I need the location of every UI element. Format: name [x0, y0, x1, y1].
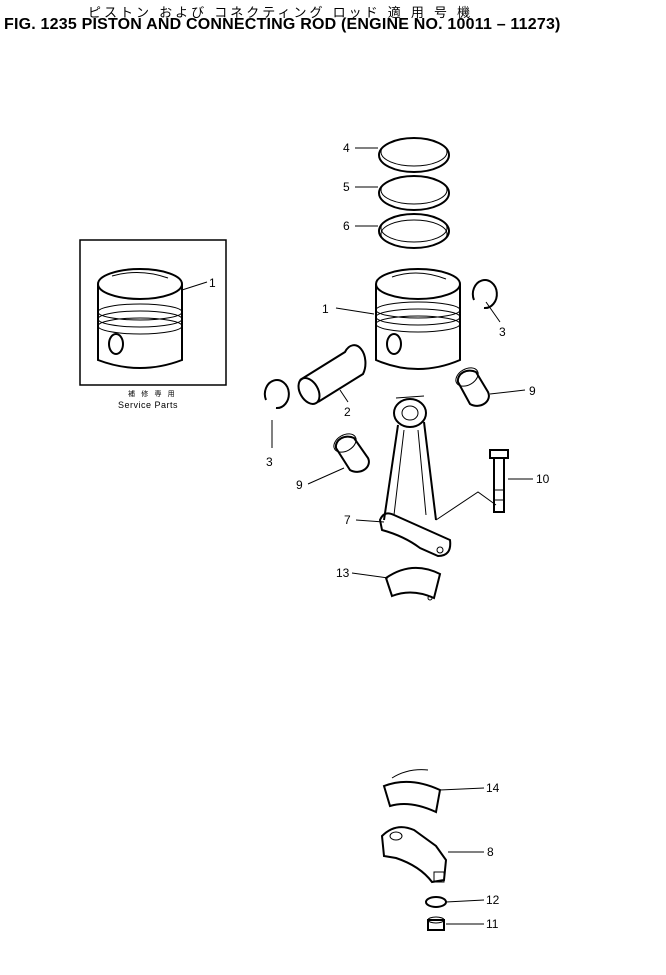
callout-7: 7	[344, 513, 351, 527]
connecting-rod	[378, 395, 497, 558]
callout-4: 4	[343, 141, 350, 155]
callout-9-right: 9	[529, 384, 536, 398]
snap-ring-left	[263, 379, 290, 410]
callout-10: 10	[536, 472, 550, 486]
bushing-left	[333, 433, 370, 473]
callout-3-right: 3	[499, 325, 506, 339]
snap-ring-right	[471, 279, 498, 310]
service-piston-drawing	[97, 268, 183, 369]
rod-bolt	[489, 449, 509, 513]
piston	[375, 268, 461, 370]
callout-14: 14	[486, 781, 500, 795]
upper-bearing	[384, 567, 442, 601]
service-parts-box: 1	[79, 239, 227, 386]
lock-plate	[425, 896, 447, 908]
ring-second	[378, 175, 450, 211]
callout-5: 5	[343, 180, 350, 194]
lower-bearing	[382, 769, 442, 814]
callout-3-left: 3	[266, 455, 273, 469]
callout-6: 6	[343, 219, 350, 233]
japanese-title: ピストン および コネクティング ロッド 適 用 号 機	[88, 6, 474, 21]
callout-1: 1	[322, 302, 329, 316]
service-callout-1: 1	[209, 276, 216, 290]
service-parts-caption-jp: 補 修 専 用	[128, 390, 177, 398]
ring-oil	[378, 213, 450, 249]
callout-8: 8	[487, 845, 494, 859]
callout-11: 11	[486, 917, 499, 931]
callout-9-left: 9	[296, 478, 303, 492]
piston-pin	[297, 344, 367, 405]
rod-cap	[380, 826, 448, 884]
ring-top	[378, 137, 450, 173]
nut	[427, 916, 445, 931]
callout-2: 2	[344, 405, 351, 419]
callout-13: 13	[336, 566, 350, 580]
bushing-right	[455, 367, 490, 407]
service-parts-caption: Service Parts	[118, 400, 179, 410]
figure-title: FIG. 1235 PISTON AND CONNECTING ROD (ENG…	[4, 16, 561, 33]
callout-12: 12	[486, 893, 500, 907]
